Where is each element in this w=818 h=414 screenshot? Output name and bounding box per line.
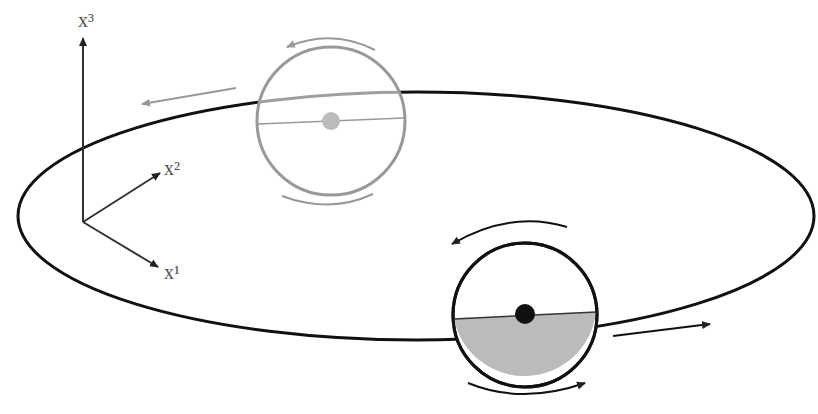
coordinate-axes (83, 38, 160, 267)
axis-label: x² (164, 158, 180, 178)
gyroscope-far (142, 38, 405, 204)
axis-label: x³ (78, 10, 94, 30)
axis-label: x¹ (164, 262, 180, 282)
gyroscope-near (452, 221, 710, 394)
orbit-ellipse (18, 92, 814, 340)
